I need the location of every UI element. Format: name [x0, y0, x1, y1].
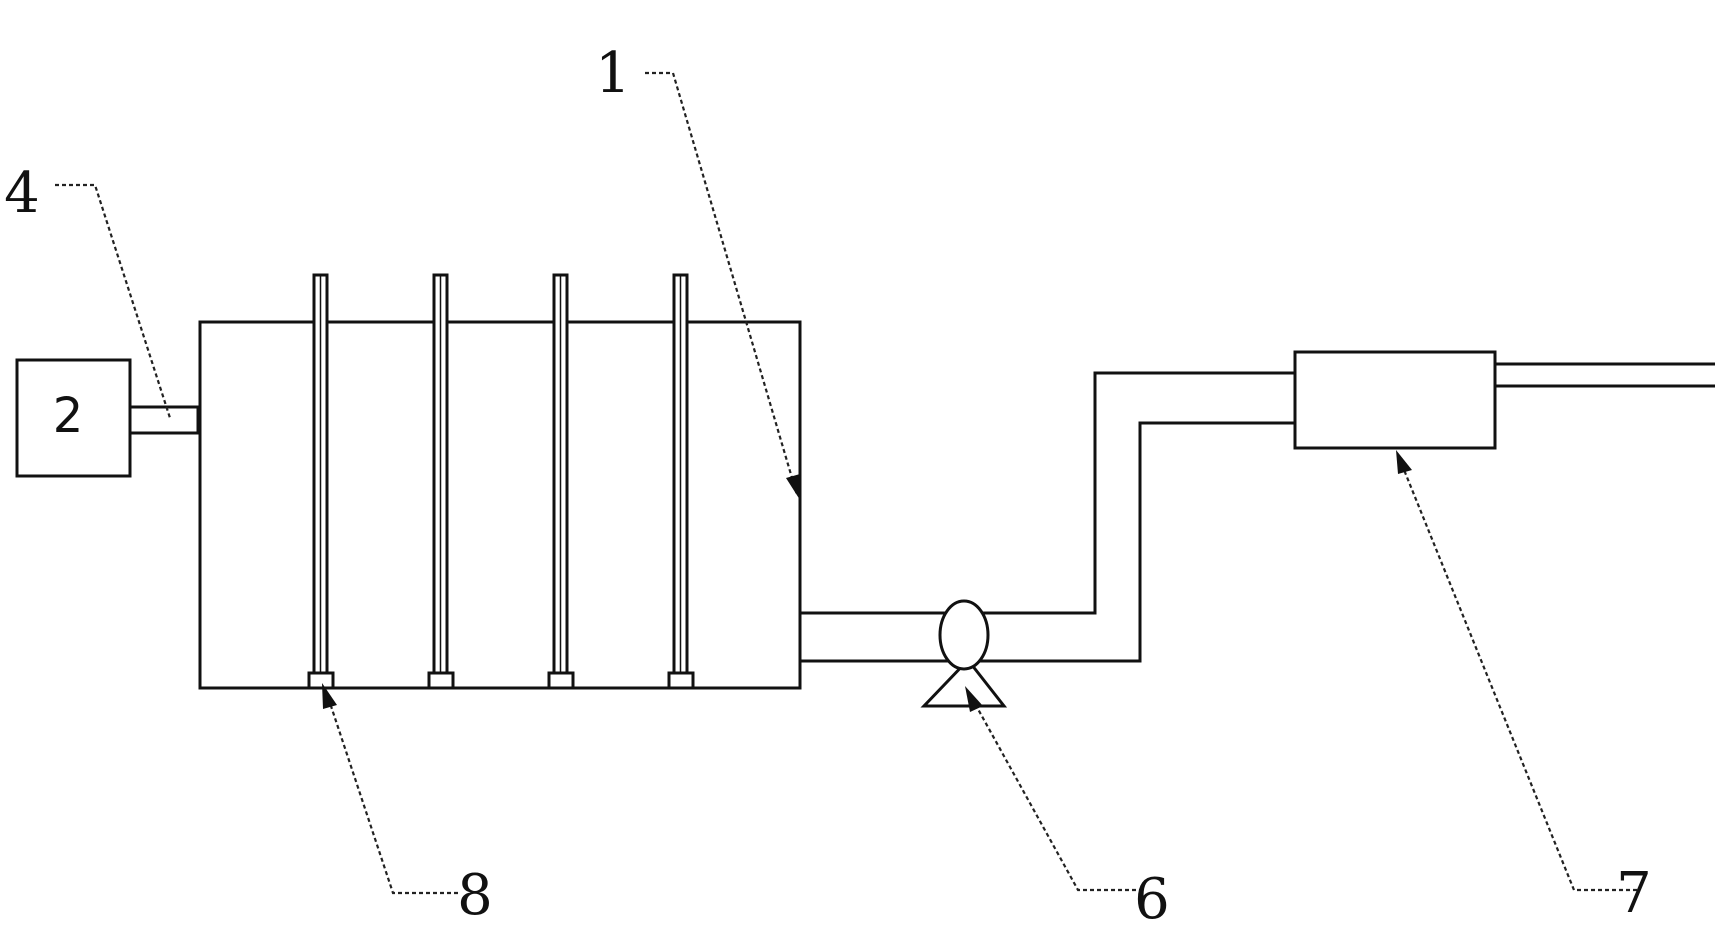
label-2: 2 [53, 388, 84, 444]
component-4-connector [130, 405, 200, 435]
component-6-pump [920, 599, 1008, 708]
component-1-tank [198, 320, 802, 690]
electrode-rod [427, 273, 455, 690]
label-8: 8 [457, 863, 493, 928]
output-pipe [1495, 362, 1715, 388]
label-6: 6 [1134, 867, 1170, 932]
electrode-rod [667, 273, 695, 690]
label-4: 4 [4, 161, 40, 226]
electrode-rod [307, 273, 335, 690]
label-7: 7 [1616, 861, 1652, 926]
component-7-device [1293, 350, 1497, 450]
label-1: 1 [595, 41, 631, 106]
leader-lines [55, 71, 1637, 895]
component-2-box: 2 [15, 358, 132, 478]
outlet-pipe [800, 371, 1295, 663]
electrode-rod [547, 273, 575, 690]
electrode-rods [307, 273, 695, 690]
